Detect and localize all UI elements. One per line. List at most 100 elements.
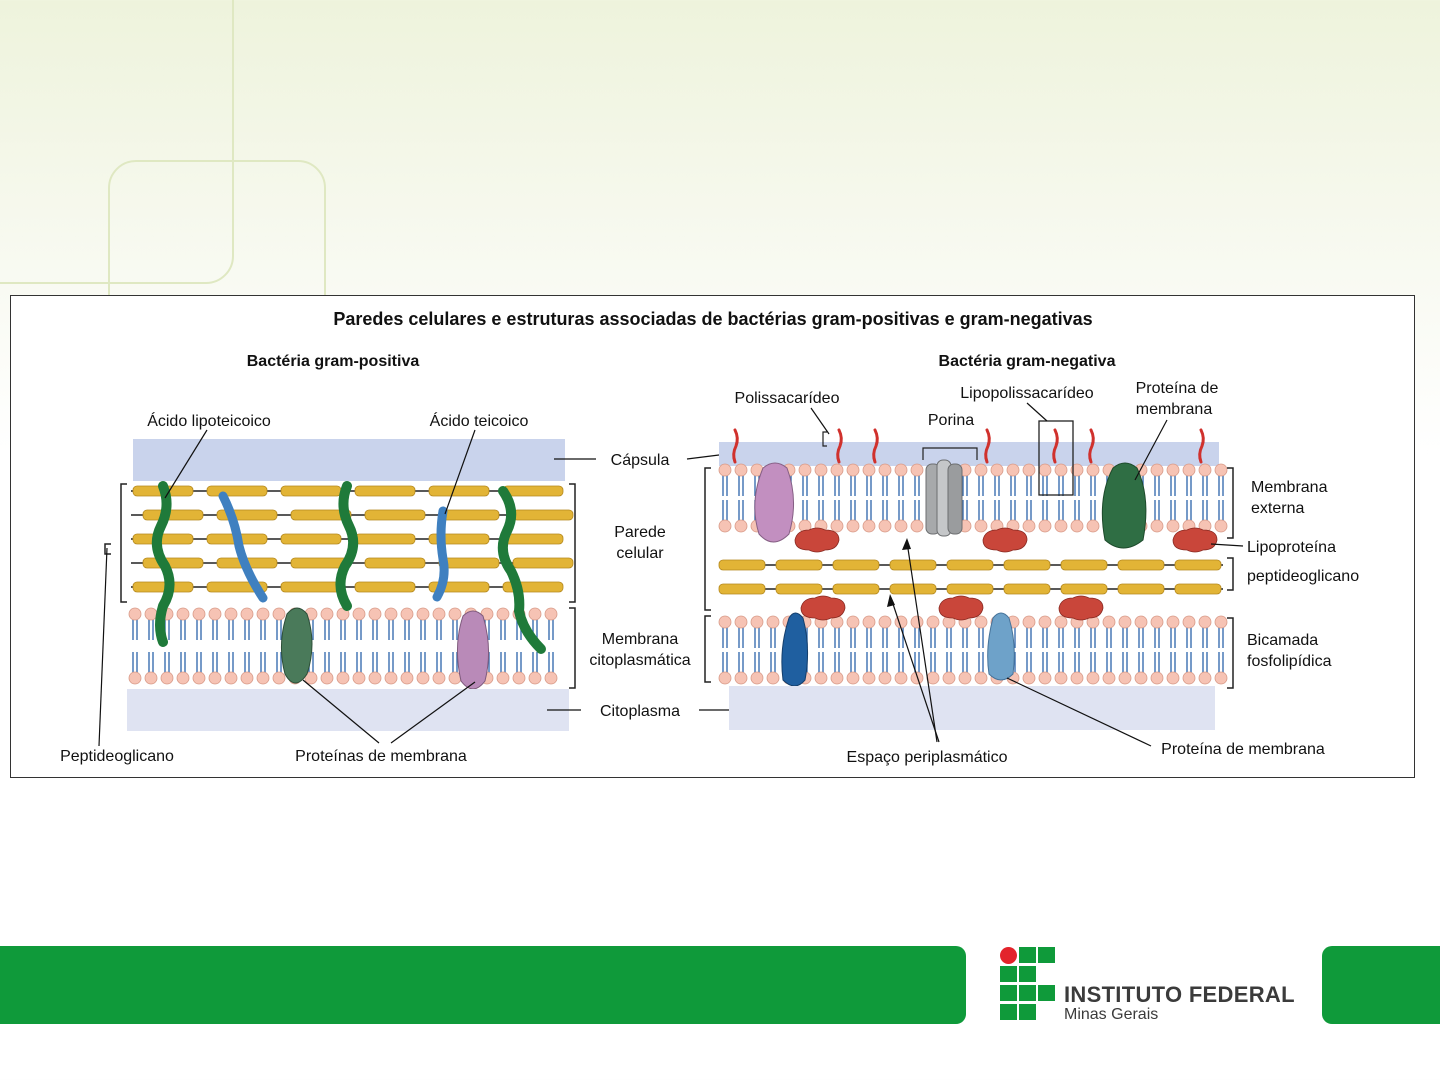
footer-bar-right <box>1322 946 1440 1024</box>
lipid-lower <box>256 651 270 685</box>
glycan-strand <box>132 581 194 593</box>
lipid-upper <box>974 463 988 497</box>
lipid-lower <box>384 651 398 685</box>
lipid-lower <box>718 499 732 533</box>
lipoteichoic-strand-3 <box>497 486 546 654</box>
lipid-upper <box>1166 615 1180 649</box>
logo-block <box>1019 1004 1036 1020</box>
lipid-upper <box>400 607 414 641</box>
figure-panel: Paredes celulares e estruturas associada… <box>10 295 1415 778</box>
lipid-lower <box>718 651 732 685</box>
footer-bar-left <box>0 946 966 1024</box>
lipid-lower <box>1214 499 1228 533</box>
logo-block <box>1038 947 1055 963</box>
lipid-upper <box>718 615 732 649</box>
lipid-upper <box>862 615 876 649</box>
glycan-strand <box>206 485 268 497</box>
lipid-upper <box>958 615 972 649</box>
lipid-upper <box>1038 615 1052 649</box>
lipid-upper <box>846 615 860 649</box>
gn-outer-protein-green <box>1101 462 1147 549</box>
pointer-periplasm-2 <box>890 597 940 743</box>
pointer-teichoic <box>444 429 476 515</box>
lps-chain <box>872 428 879 464</box>
lipid-upper <box>240 607 254 641</box>
gp-wall-bracket-left <box>120 483 127 603</box>
logo-block <box>1019 985 1036 1001</box>
lipid-upper <box>1022 463 1036 497</box>
lipid-lower <box>528 651 542 685</box>
logo-subtitle: Minas Gerais <box>1064 1006 1159 1023</box>
lipid-upper <box>336 607 350 641</box>
lipid-lower <box>1038 499 1052 533</box>
glycan-strand <box>132 533 194 545</box>
label-proteina-membrana: Proteína de membrana <box>1161 741 1325 758</box>
lipid-lower <box>432 651 446 685</box>
lipid-lower <box>750 651 764 685</box>
lipid-lower <box>1166 651 1180 685</box>
lipid-upper <box>384 607 398 641</box>
lipid-upper <box>176 607 190 641</box>
lipid-lower <box>734 499 748 533</box>
lipid-lower <box>1086 651 1100 685</box>
glycan-strand <box>1060 583 1108 595</box>
gp-membrane-bracket-right <box>569 607 576 689</box>
lipid-upper <box>878 615 892 649</box>
label-acido-lipoteicoico: Ácido lipoteicoico <box>147 411 271 430</box>
lipid-upper <box>1022 615 1036 649</box>
lipid-lower <box>894 651 908 685</box>
lipid-lower <box>1134 651 1148 685</box>
gram-positive-heading: Bactéria gram-positiva <box>247 353 420 370</box>
gp-cytoplasmic-membrane <box>128 607 558 685</box>
glycan-strand <box>832 559 880 571</box>
lipid-lower <box>368 651 382 685</box>
lipid-lower <box>144 651 158 685</box>
lipid-upper <box>814 615 828 649</box>
glycan-strand <box>502 533 564 545</box>
label-lipopolissacarideo: Lipopolissacarídeo <box>960 385 1094 402</box>
label-membrana-top: membrana <box>1136 401 1213 418</box>
pointer-protein-purple <box>390 681 476 744</box>
lipid-upper <box>942 615 956 649</box>
glycan-strand <box>354 485 416 497</box>
lipid-upper <box>734 463 748 497</box>
lipid-lower <box>862 651 876 685</box>
logo-title: INSTITUTO FEDERAL <box>1064 982 1295 1007</box>
lipid-lower <box>160 651 174 685</box>
label-celular: celular <box>616 545 664 562</box>
lipid-upper <box>974 615 988 649</box>
pointer-periplasm-1 <box>906 541 938 743</box>
lipid-lower <box>830 651 844 685</box>
glycan-strand <box>775 583 823 595</box>
lipid-lower <box>208 651 222 685</box>
lipid-lower <box>1182 499 1196 533</box>
lipid-upper <box>320 607 334 641</box>
lipid-lower <box>544 651 558 685</box>
cell-wall-diagram: Paredes celulares e estruturas associada… <box>60 309 1359 766</box>
lipid-lower <box>734 651 748 685</box>
gn-lipopolysaccharide-chains <box>732 428 1205 464</box>
pointer-protein-green <box>302 679 380 744</box>
lipid-upper <box>926 615 940 649</box>
lipid-upper <box>750 615 764 649</box>
lipid-lower <box>990 499 1004 533</box>
lipid-lower <box>958 651 972 685</box>
lipid-upper <box>1102 615 1116 649</box>
pointer-lipoprotein <box>1210 543 1244 547</box>
lipid-upper <box>734 615 748 649</box>
lps-chain <box>1198 428 1205 464</box>
lps-chain <box>836 428 843 464</box>
lipid-lower <box>1070 651 1084 685</box>
gp-capsule <box>133 439 565 481</box>
glycan-strand <box>512 557 574 569</box>
lipid-upper <box>766 615 780 649</box>
label-peptideoglicano: Peptideoglicano <box>60 748 174 765</box>
arrowhead-periplasm-2 <box>887 594 895 607</box>
glycan-strand <box>142 557 204 569</box>
lipid-upper <box>1214 463 1228 497</box>
lipid-upper <box>1182 463 1196 497</box>
gp-membrane-protein-green <box>281 607 313 684</box>
lipid-upper <box>1054 463 1068 497</box>
glycan-strand <box>364 509 426 521</box>
glycan-strand <box>1060 559 1108 571</box>
